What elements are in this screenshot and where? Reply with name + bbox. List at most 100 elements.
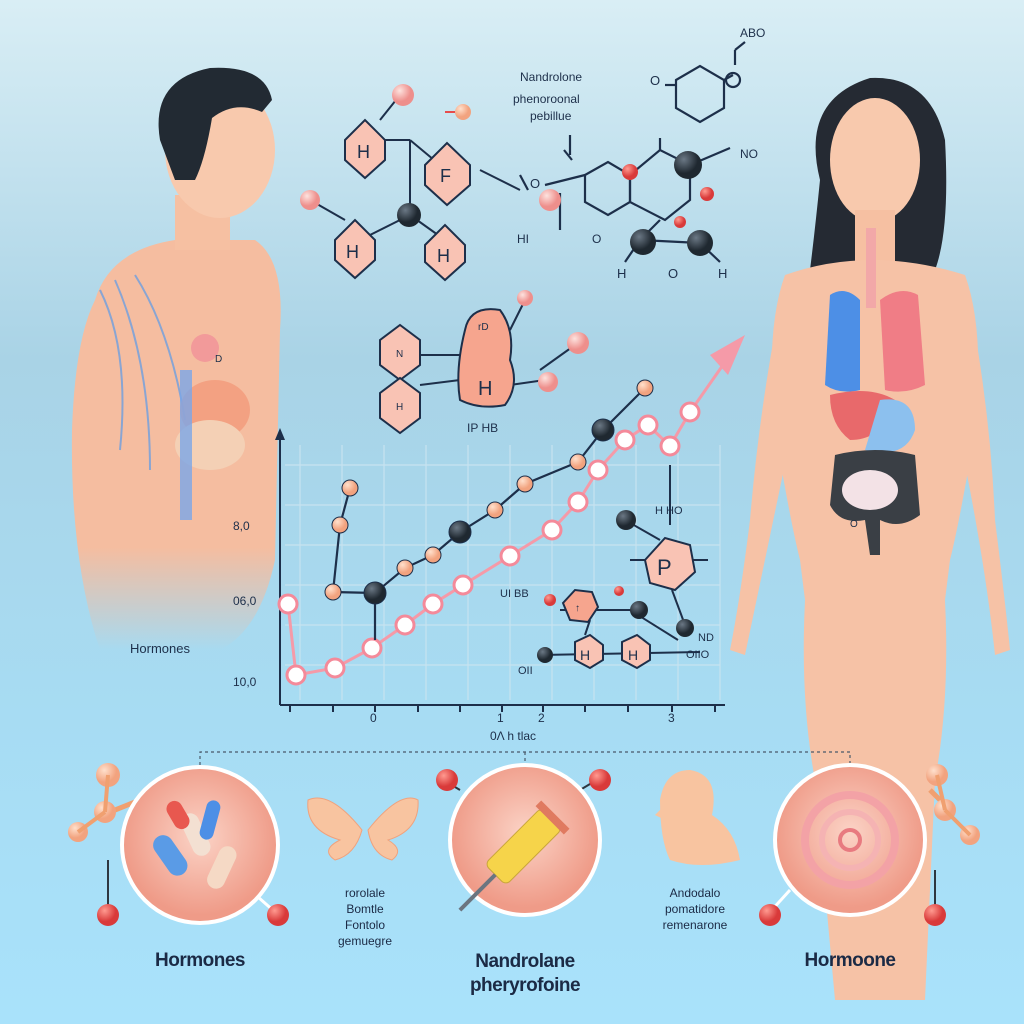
ring-label: H (580, 647, 590, 663)
atom (537, 647, 553, 663)
bottom-text-butterfly: rorolale Bomtle Fontolo gemuegre (310, 885, 420, 949)
ring-label: H (628, 647, 638, 663)
y-axis-arrow (275, 428, 285, 440)
man-organ-label: D (215, 354, 222, 365)
dark-series-point (341, 479, 359, 497)
atom (674, 216, 686, 228)
text-line: Fontolo (344, 918, 386, 932)
x-tick-label: 3 (668, 711, 675, 725)
ring-label: F (440, 166, 451, 186)
ring-label: H (396, 402, 403, 413)
atom (674, 151, 702, 179)
male-figure: D (71, 67, 281, 650)
dark-series-point (591, 418, 615, 442)
text-line: Nandrolane (475, 951, 575, 972)
woman-organ-label: O (850, 519, 858, 530)
molecule-title: Nandrolone (520, 70, 582, 84)
atom (676, 619, 694, 637)
ring-label: H (478, 378, 492, 400)
dark-series-point (516, 475, 534, 493)
text-line: Andodalo (669, 886, 721, 900)
molecule-title: pebillue (530, 109, 572, 123)
ring-label: H (357, 142, 370, 162)
bottom-label-nandrolone: Nandrolane pheryrofoine (430, 950, 620, 998)
atom (538, 372, 558, 392)
y-tick-label: 10,0 (233, 675, 257, 689)
formula-label: HI (517, 232, 529, 246)
atom (392, 84, 414, 106)
x-axis-label: 0Λ h tlac (490, 729, 536, 743)
formula-label: ABO (740, 26, 765, 40)
formula-label: H (617, 266, 626, 281)
chart-annotation: ND (698, 632, 714, 644)
pink-series-point (541, 519, 563, 541)
head-profile-icon (655, 770, 740, 865)
ring-label: ↑ (575, 603, 580, 614)
x-tick-label: 0 (370, 711, 377, 725)
hair (158, 67, 272, 180)
bottom-text-head: Andodalo pomatidore remenarone (630, 885, 760, 933)
text-line: rorolale (344, 886, 386, 900)
atom (455, 104, 471, 120)
dark-series-point (636, 379, 654, 397)
dark-series-point (569, 453, 587, 471)
atom (614, 586, 624, 596)
y-tick-label: 06,0 (233, 594, 257, 608)
butterfly-icon (307, 797, 419, 861)
pink-series-point (361, 637, 383, 659)
atom (622, 164, 638, 180)
atom (630, 601, 648, 619)
molecule-title: phenoroonal (513, 92, 580, 106)
atom (630, 229, 656, 255)
atom (544, 594, 556, 606)
formula-label: O (530, 176, 540, 191)
lung-left (825, 291, 860, 392)
pink-series-point (422, 593, 444, 615)
pink-series-point (587, 459, 609, 481)
atom (397, 203, 421, 227)
chart-annotation: UI BB (500, 588, 529, 600)
chart-molecule (539, 465, 708, 670)
x-tick-label: 1 (497, 711, 504, 725)
pink-series-point (614, 429, 636, 451)
trend-arrow-head (710, 335, 745, 375)
ring-label: H (437, 246, 450, 266)
pink-series-point (324, 657, 346, 679)
syringe-disc (436, 763, 611, 917)
man-label: Hormones (130, 641, 190, 656)
bottom-label-hormoone: Hormoone (804, 950, 897, 971)
molecule-middle (379, 299, 576, 435)
formula-label: NO (740, 147, 758, 161)
text-line: remenarone (662, 918, 728, 932)
text-line: pomatidore (664, 902, 726, 916)
ring-label: rD (478, 322, 489, 333)
pink-series-point (452, 574, 474, 596)
atom (616, 510, 636, 530)
pink-series-point (637, 414, 659, 436)
atom (300, 190, 320, 210)
atom (700, 187, 714, 201)
target-disc (759, 763, 980, 926)
bottom-label-hormones: Hormones (155, 950, 245, 971)
pink-series-point (499, 545, 521, 567)
pink-series-point (394, 614, 416, 636)
ring-label: N (396, 349, 403, 360)
pink-series-line (286, 354, 732, 677)
dark-series-point (331, 516, 349, 534)
text-line: gemuegre (337, 934, 393, 948)
chart-annotation: OII (518, 665, 533, 677)
dark-series-point (396, 559, 414, 577)
text-line: Bomtle (346, 902, 384, 916)
pink-series-point (285, 664, 307, 686)
dark-series-point (448, 520, 472, 544)
formula-label: H (718, 266, 727, 281)
ring-label: H (346, 242, 359, 262)
x-tick-label: 2 (538, 711, 545, 725)
molecule-caption: IP HB (467, 421, 498, 435)
formula-label: O (668, 266, 678, 281)
atom (687, 230, 713, 256)
pink-series-point (567, 491, 589, 513)
chart-annotation: H HO (655, 505, 683, 517)
